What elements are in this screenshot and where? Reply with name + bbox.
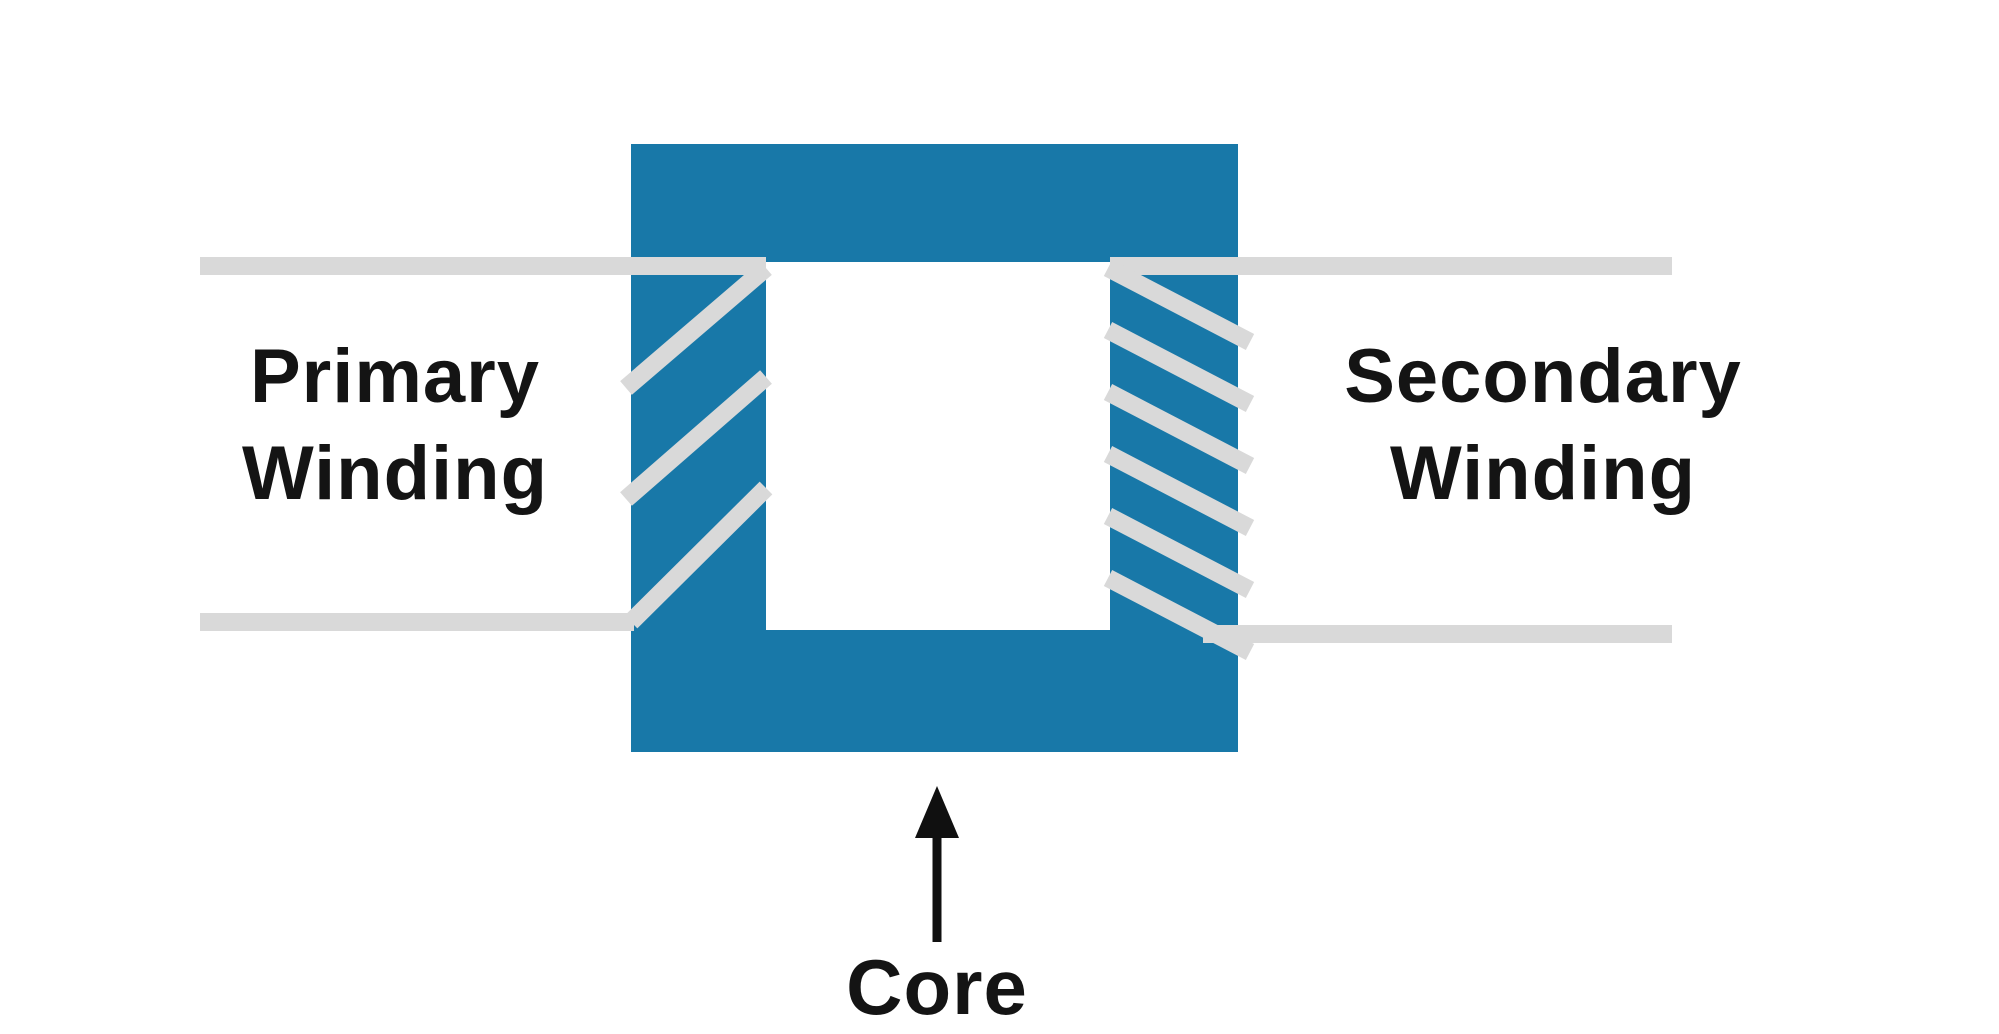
- primary-winding-turn: [624, 481, 773, 629]
- primary-winding-label: Primary Winding: [242, 334, 548, 517]
- core-arrowhead-icon: [915, 786, 959, 838]
- transformer-core-shape: [631, 144, 1238, 752]
- secondary-winding-turn: [1103, 446, 1255, 536]
- primary-top-lead-wire: [200, 257, 766, 275]
- primary-winding-turn: [620, 370, 772, 506]
- primary-lead-wires: [200, 257, 766, 631]
- core-arrow: [915, 786, 959, 942]
- secondary-lead-wires: [1110, 257, 1672, 643]
- core-label: Core: [846, 943, 1028, 1031]
- secondary-winding-turn: [1103, 570, 1255, 660]
- secondary-top-lead-wire: [1110, 257, 1672, 275]
- primary-winding-turn: [620, 261, 772, 395]
- secondary-winding-turn: [1103, 508, 1255, 598]
- secondary-winding-turn: [1103, 384, 1255, 474]
- secondary-winding-turn: [1103, 260, 1255, 350]
- secondary-winding-turns: [1103, 260, 1255, 660]
- secondary-winding-turn: [1103, 322, 1255, 412]
- primary-winding-turns: [620, 261, 773, 629]
- primary-bottom-lead-wire: [200, 613, 634, 631]
- secondary-winding-label: Secondary Winding: [1344, 334, 1742, 517]
- secondary-bottom-lead-wire: [1203, 625, 1672, 643]
